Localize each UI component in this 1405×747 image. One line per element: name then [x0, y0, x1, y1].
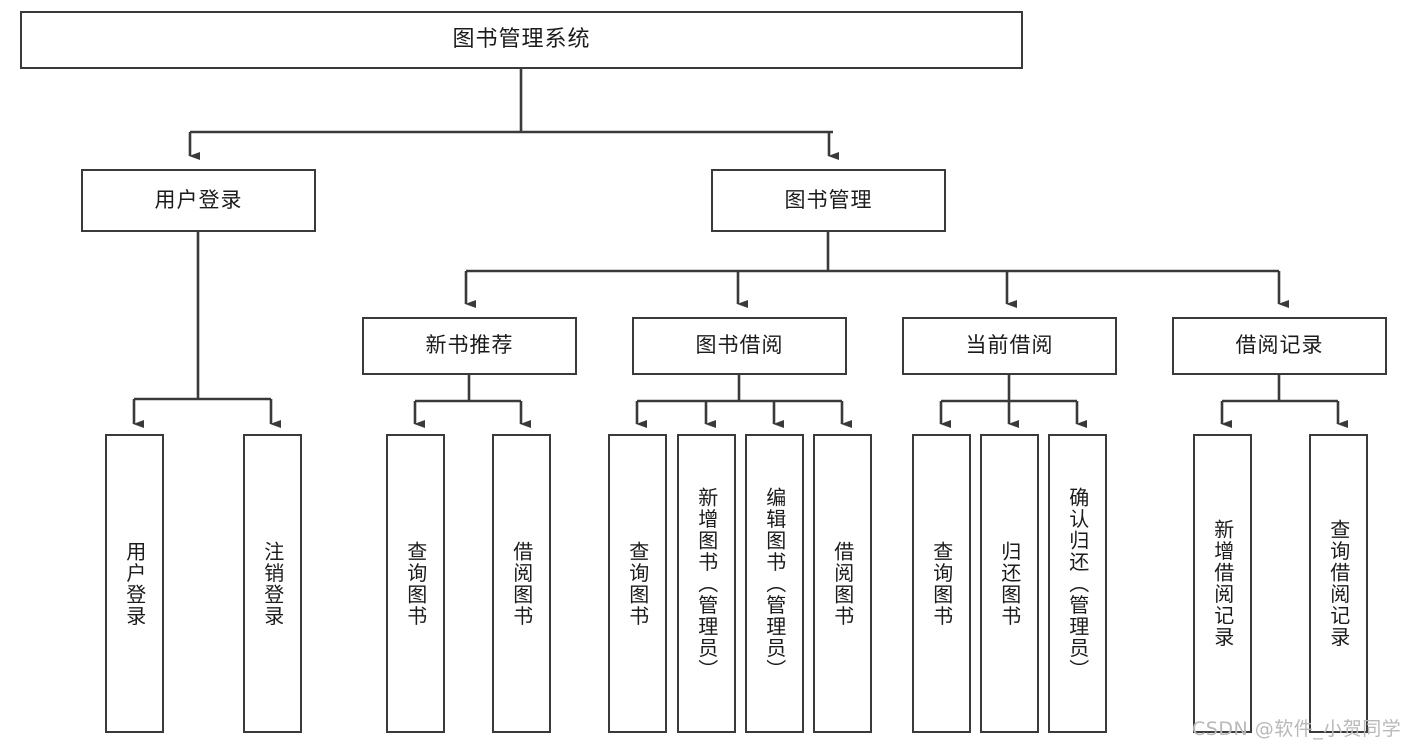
- leaf-borrow-add-book-admin[interactable]: 新增图书（管理员）: [677, 434, 736, 733]
- node-current-borrow[interactable]: 当前借阅: [902, 317, 1117, 375]
- leaf-user-login-logout[interactable]: 注销登录: [243, 434, 302, 733]
- node-user-login[interactable]: 用户登录: [81, 169, 316, 232]
- node-new-book-recommend[interactable]: 新书推荐: [362, 317, 577, 375]
- leaf-label: 编辑图书（管理员）: [762, 486, 787, 681]
- node-borrow-record[interactable]: 借阅记录: [1172, 317, 1387, 375]
- watermark-text: CSDN @软件_小贺同学: [1192, 718, 1402, 740]
- leaf-current-return-book[interactable]: 归还图书: [980, 434, 1039, 733]
- leaf-label: 借阅图书: [509, 540, 534, 627]
- leaf-borrow-edit-book-admin[interactable]: 编辑图书（管理员）: [745, 434, 804, 733]
- leaf-label: 查询图书: [403, 540, 428, 627]
- leaf-borrow-borrow-book[interactable]: 借阅图书: [813, 434, 872, 733]
- leaf-label: 新增图书（管理员）: [694, 486, 719, 681]
- node-book-management[interactable]: 图书管理: [711, 169, 946, 232]
- leaf-borrow-query-book[interactable]: 查询图书: [608, 434, 667, 733]
- leaf-current-query-book[interactable]: 查询图书: [912, 434, 971, 733]
- leaf-label: 查询图书: [929, 540, 954, 627]
- leaf-label: 查询借阅记录: [1326, 519, 1351, 648]
- leaf-label: 确认归还（管理员）: [1065, 486, 1090, 681]
- leaf-current-confirm-return-admin[interactable]: 确认归还（管理员）: [1048, 434, 1107, 733]
- leaf-record-query-record[interactable]: 查询借阅记录: [1309, 434, 1368, 733]
- leaf-label: 用户登录: [122, 540, 147, 627]
- leaf-user-login-login[interactable]: 用户登录: [105, 434, 164, 733]
- node-book-borrow[interactable]: 图书借阅: [632, 317, 847, 375]
- leaf-label: 注销登录: [260, 540, 285, 627]
- node-root-system[interactable]: 图书管理系统: [20, 11, 1023, 69]
- leaf-label: 借阅图书: [830, 540, 855, 627]
- leaf-new-book-query[interactable]: 查询图书: [386, 434, 445, 733]
- leaf-label: 新增借阅记录: [1210, 519, 1235, 648]
- leaf-record-add-record[interactable]: 新增借阅记录: [1193, 434, 1252, 733]
- leaf-new-book-borrow[interactable]: 借阅图书: [492, 434, 551, 733]
- leaf-label: 归还图书: [997, 540, 1022, 627]
- leaf-label: 查询图书: [625, 540, 650, 627]
